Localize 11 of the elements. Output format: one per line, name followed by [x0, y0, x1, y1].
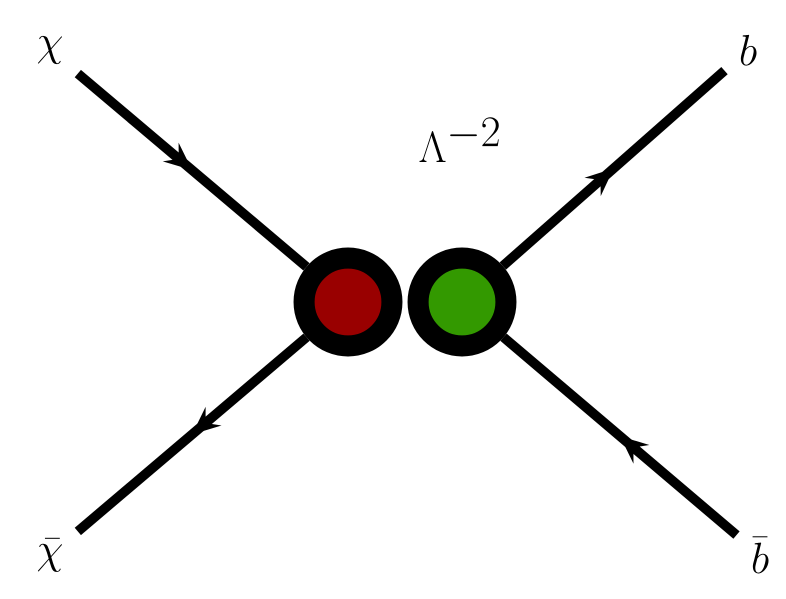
vertex-dot [408, 248, 516, 356]
particle-label: $\bar{b}$ [752, 536, 769, 574]
fermion-line [500, 67, 728, 270]
fermion-line [74, 70, 310, 271]
vertex-dot [294, 248, 402, 356]
particle-label: $\chi$ [38, 36, 62, 64]
particle-label: $\bar{\chi}$ [38, 538, 62, 572]
particle-label: $b$ [740, 34, 757, 66]
fermion-line [74, 334, 310, 536]
fermion-line [500, 334, 740, 539]
coupling-label: $\Lambda^{-2}$ [420, 117, 499, 162]
